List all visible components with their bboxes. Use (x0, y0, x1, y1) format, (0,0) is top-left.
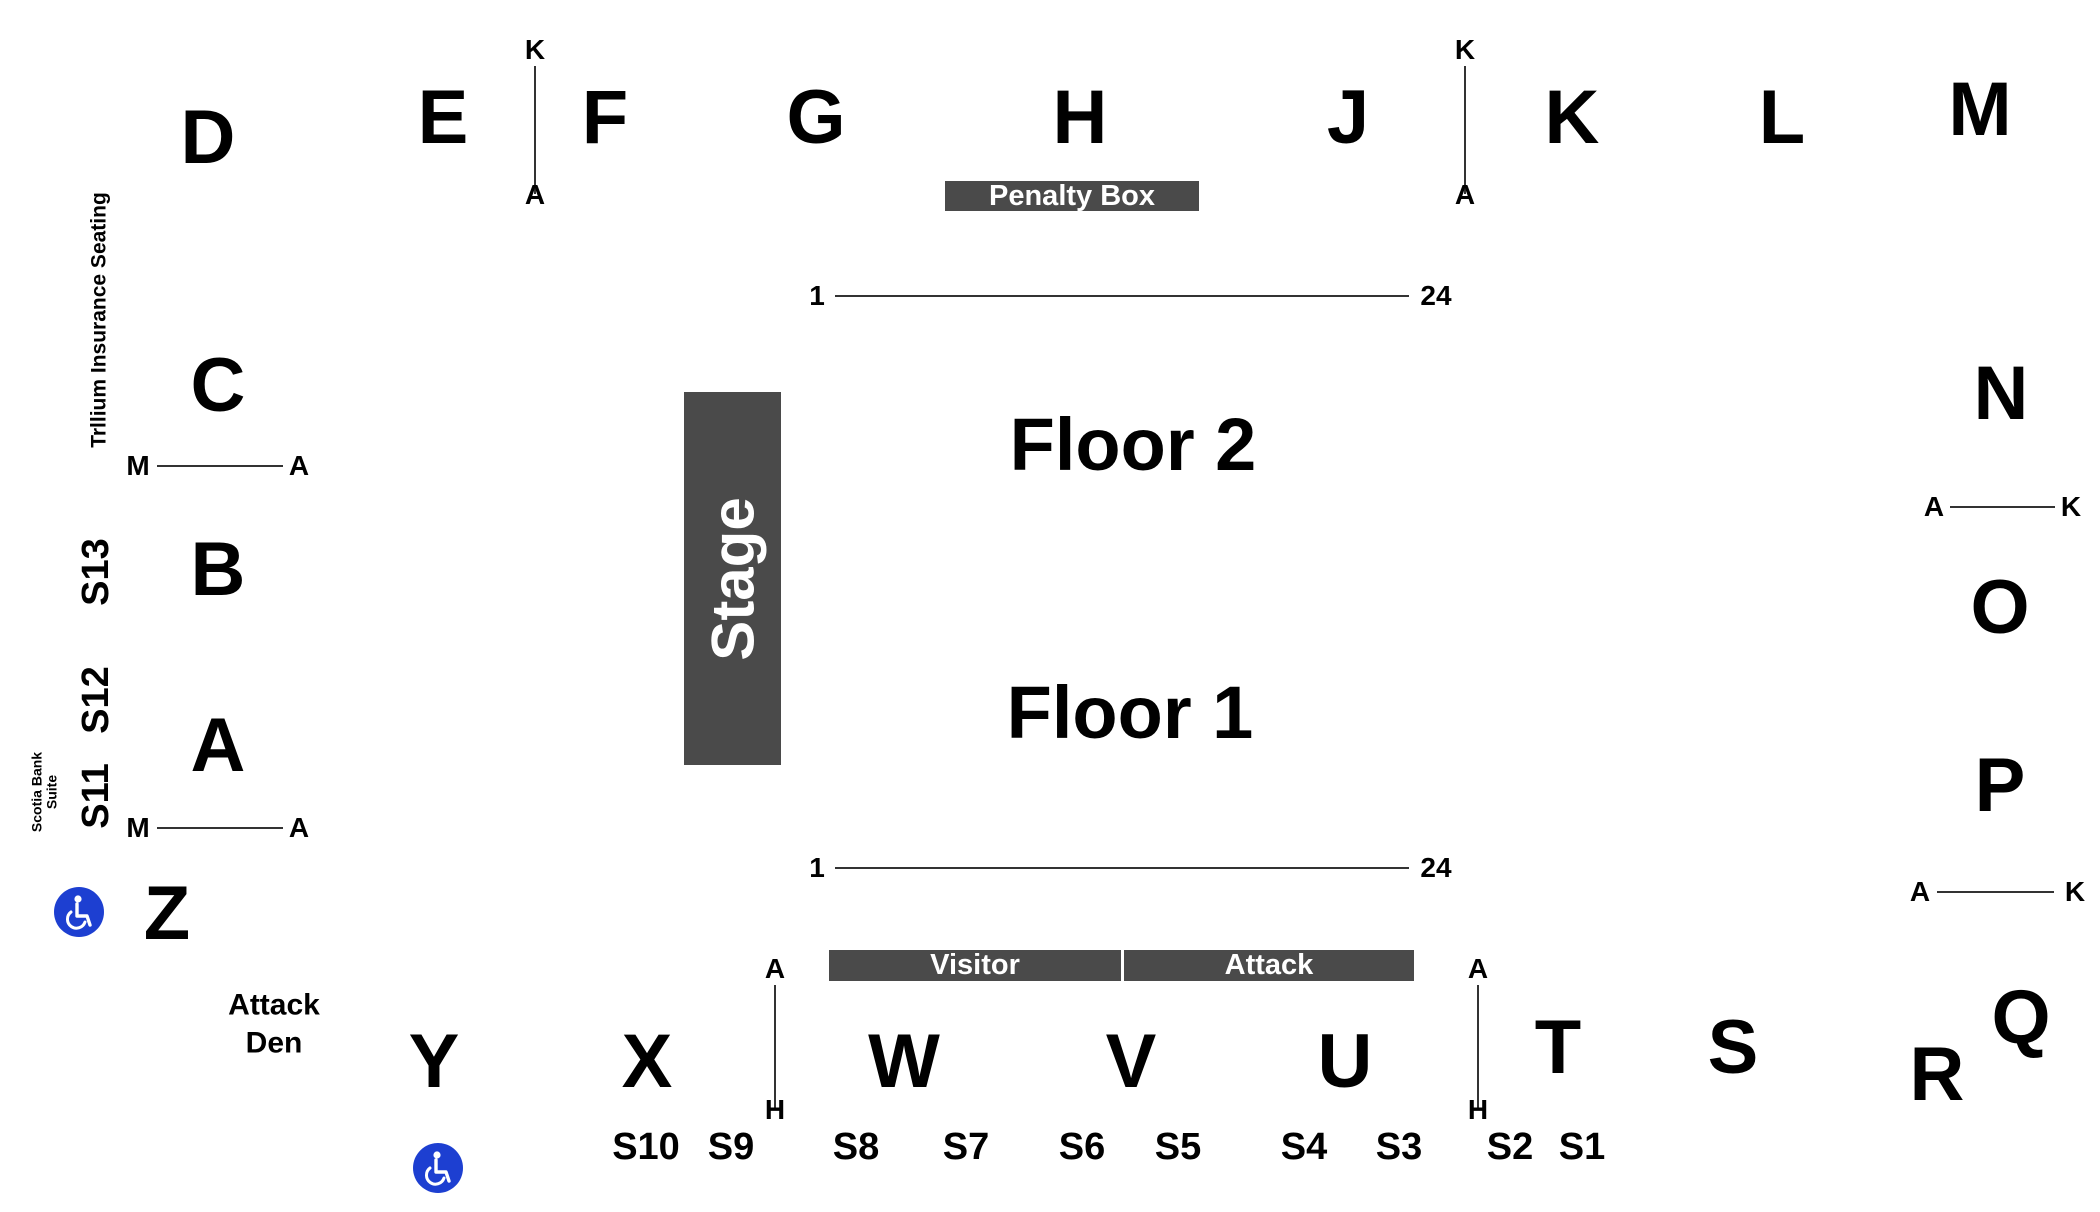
penalty-box-bar: Penalty Box (945, 181, 1199, 211)
row-marker-floor2-end: 24 (1420, 280, 1452, 311)
section-u[interactable]: U (1317, 1019, 1373, 1104)
section-a[interactable]: A (190, 703, 246, 788)
row-marker-right-lower-start: A (1909, 876, 1931, 907)
row-marker-right-upper-start: A (1923, 491, 1945, 522)
scotia-bank-line: Scotia Bank (28, 751, 45, 833)
section-j[interactable]: J (1326, 75, 1370, 160)
row-line-floor1 (835, 867, 1409, 869)
row-marker-top-left-start: K (524, 34, 546, 65)
suite-s11[interactable]: S11 (75, 763, 117, 829)
row-marker-left-lower-end: A (288, 812, 310, 843)
section-x[interactable]: X (621, 1019, 673, 1104)
section-d[interactable]: D (180, 95, 236, 180)
section-b[interactable]: B (190, 527, 246, 612)
suite-s13[interactable]: S13 (75, 538, 117, 606)
row-marker-bottom-right-start: A (1467, 953, 1489, 984)
section-v[interactable]: V (1105, 1019, 1157, 1104)
row-marker-floor1-start: 1 (809, 852, 825, 883)
suite-s5[interactable]: S5 (1154, 1126, 1202, 1168)
section-o[interactable]: O (1970, 565, 2030, 650)
suite-s1[interactable]: S1 (1558, 1126, 1606, 1168)
row-line-top-right (1464, 66, 1466, 194)
row-marker-right-lower-end: K (2064, 876, 2086, 907)
row-marker-top-right-end: A (1454, 179, 1476, 210)
attack-bench-bar: Attack (1124, 950, 1414, 981)
section-r[interactable]: R (1909, 1032, 1965, 1117)
section-w[interactable]: W (868, 1019, 940, 1104)
suite-s10[interactable]: S10 (612, 1126, 680, 1168)
row-line-right-lower (1937, 891, 2054, 893)
suite-s12[interactable]: S12 (75, 666, 117, 734)
row-marker-floor1-end: 24 (1420, 852, 1452, 883)
section-l[interactable]: L (1758, 75, 1806, 160)
stage: Stage (684, 392, 781, 765)
suite-s7[interactable]: S7 (942, 1126, 990, 1168)
row-line-bottom-right (1477, 985, 1479, 1108)
row-marker-top-left-end: A (524, 179, 546, 210)
row-marker-bottom-left-end: H (764, 1094, 786, 1125)
suite-s9[interactable]: S9 (707, 1126, 755, 1168)
section-c[interactable]: C (190, 343, 246, 428)
row-marker-left-lower-start: M (126, 812, 150, 843)
section-m[interactable]: M (1948, 67, 2012, 152)
section-z[interactable]: Z (143, 871, 191, 956)
attack-den-label: Attack Den (228, 987, 320, 1062)
row-line-top-left (534, 66, 536, 194)
row-marker-floor2-start: 1 (809, 280, 825, 311)
row-line-right-upper (1950, 506, 2055, 508)
scotia-bank-suite-label: Scotia Bank Suite (28, 751, 59, 833)
row-marker-left-upper-start: M (126, 450, 150, 481)
section-y[interactable]: Y (408, 1019, 460, 1104)
wheelchair-icon (413, 1143, 463, 1193)
row-line-left-upper (157, 465, 283, 467)
floor-1[interactable]: Floor 1 (1006, 671, 1254, 754)
section-q[interactable]: Q (1991, 975, 2051, 1060)
section-g[interactable]: G (786, 75, 846, 160)
section-h[interactable]: H (1052, 75, 1108, 160)
suite-s8[interactable]: S8 (832, 1126, 880, 1168)
suite-s2[interactable]: S2 (1486, 1126, 1534, 1168)
floor-2[interactable]: Floor 2 (1009, 403, 1257, 486)
section-t[interactable]: T (1534, 1005, 1582, 1090)
suite-s4[interactable]: S4 (1280, 1126, 1328, 1168)
scotia-suite-line: Suite (43, 774, 59, 810)
section-p[interactable]: P (1974, 743, 2026, 828)
wheelchair-icon (54, 887, 104, 937)
suite-s3[interactable]: S3 (1375, 1126, 1423, 1168)
trillium-insurance-seating-label: Trllium Insurance Seating (87, 192, 111, 448)
attack-den-line1: Attack (228, 988, 320, 1022)
section-n[interactable]: N (1973, 351, 2029, 436)
row-marker-bottom-left-start: A (764, 953, 786, 984)
row-line-left-lower (157, 827, 283, 829)
row-line-bottom-left (774, 985, 776, 1108)
section-e[interactable]: E (417, 75, 469, 160)
stage-label: Stage (699, 496, 766, 661)
section-k[interactable]: K (1544, 75, 1600, 160)
row-marker-bottom-right-end: H (1467, 1094, 1489, 1125)
section-s[interactable]: S (1707, 1005, 1759, 1090)
row-marker-top-right-start: K (1454, 34, 1476, 65)
row-line-floor2 (835, 295, 1409, 297)
suite-s6[interactable]: S6 (1058, 1126, 1106, 1168)
visitor-bench-bar: Visitor (829, 950, 1121, 981)
row-marker-right-upper-end: K (2060, 491, 2082, 522)
section-f[interactable]: F (581, 75, 629, 160)
attack-den-line2: Den (245, 1026, 303, 1059)
row-marker-left-upper-end: A (288, 450, 310, 481)
